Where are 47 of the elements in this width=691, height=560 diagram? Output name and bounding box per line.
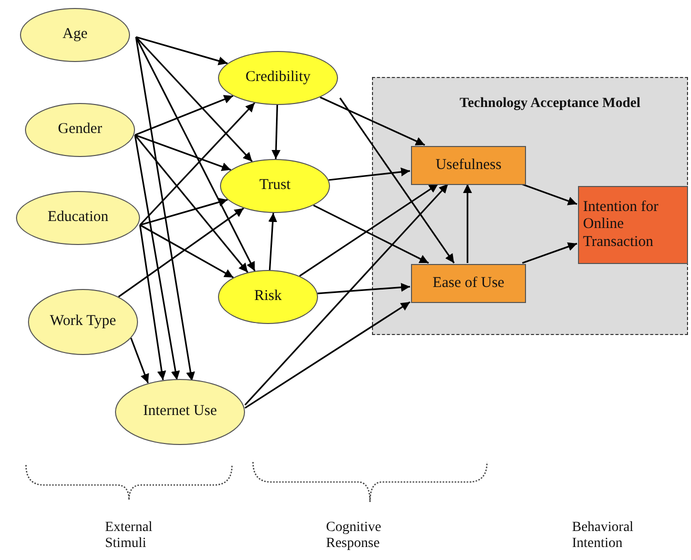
node-label: Usefulness xyxy=(434,156,502,174)
response-ellipse xyxy=(220,159,330,213)
arrow xyxy=(135,36,256,272)
stage-label: Cognitive Response xyxy=(326,520,382,552)
arrow xyxy=(136,36,228,66)
arrow xyxy=(318,282,410,294)
construct-box xyxy=(411,146,526,185)
arrow xyxy=(313,204,429,264)
node-label: Risk xyxy=(253,288,283,306)
arrow xyxy=(134,134,232,172)
arrow xyxy=(521,183,578,206)
arrow xyxy=(244,183,449,406)
arrow xyxy=(135,36,253,162)
node-label: Work Type xyxy=(48,313,118,331)
arrow xyxy=(135,36,195,382)
arrow xyxy=(139,224,166,380)
arrow xyxy=(463,184,472,263)
node-label: Intention for Online Transaction xyxy=(582,199,660,251)
arrow xyxy=(140,198,228,226)
arrow xyxy=(134,134,180,380)
stage-label: Behavioral Intention xyxy=(572,520,634,552)
arrow xyxy=(139,102,256,226)
construct-box xyxy=(411,264,526,303)
arrow xyxy=(339,98,455,264)
arrow xyxy=(134,134,248,273)
node-label: Gender xyxy=(56,121,104,139)
node-label: Internet Use xyxy=(142,403,218,421)
arrow xyxy=(118,208,244,298)
arrow xyxy=(130,338,150,384)
arrow xyxy=(320,96,426,146)
arrow xyxy=(522,242,578,264)
node-label: Trust xyxy=(258,177,292,195)
node-label: Age xyxy=(62,26,88,44)
arrow xyxy=(299,183,439,277)
outcome-box xyxy=(578,186,688,264)
model-panel xyxy=(372,77,688,335)
arrow xyxy=(268,212,278,270)
arrow xyxy=(140,224,234,278)
node-label: Education xyxy=(46,209,110,227)
arrow xyxy=(134,95,234,136)
panel-title: Technology Acceptance Model xyxy=(460,96,640,112)
arrow xyxy=(244,301,410,409)
arrow xyxy=(328,167,410,181)
stage-label: External Stimuli xyxy=(105,520,154,552)
node-label: Credibility xyxy=(244,69,312,87)
arrow xyxy=(272,104,280,160)
node-label: Ease of Use xyxy=(432,274,506,292)
